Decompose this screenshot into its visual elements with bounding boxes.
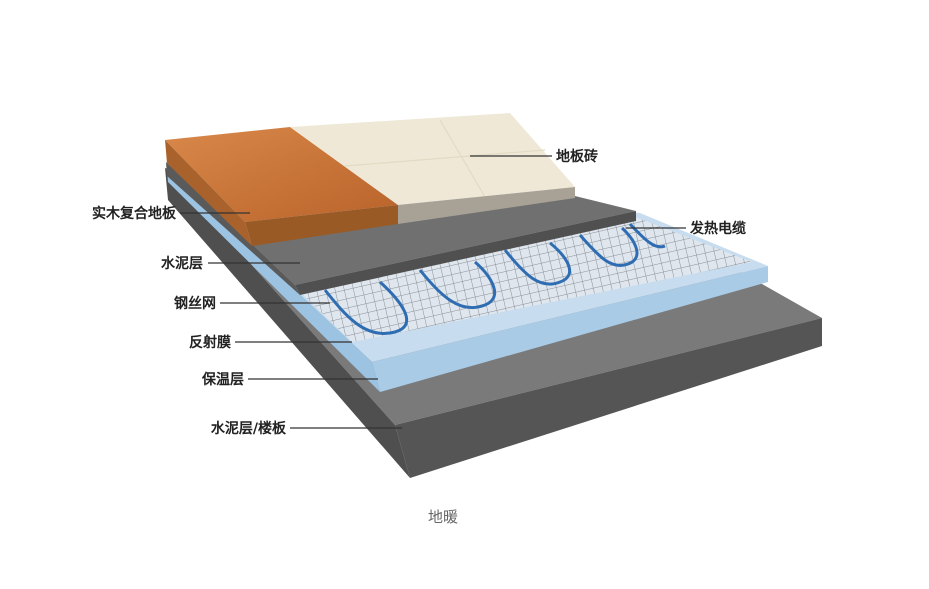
label-tile: 地板砖 [556,148,598,165]
label-cement-upper: 水泥层 [161,255,203,272]
heating-cable [323,222,666,335]
label-reflective-film: 反射膜 [189,334,231,351]
steel-mesh [298,218,752,342]
diagram-caption: 地暖 [428,508,458,526]
floor-tile [290,113,575,224]
wood-floor [165,127,398,246]
label-steel-mesh: 钢丝网 [174,295,216,312]
label-cement-slab: 水泥层/楼板 [211,420,287,437]
label-heating-cable: 发热电缆 [689,220,746,237]
label-wood-floor: 实木复合地板 [92,205,177,222]
label-insulation: 保温层 [201,371,244,388]
